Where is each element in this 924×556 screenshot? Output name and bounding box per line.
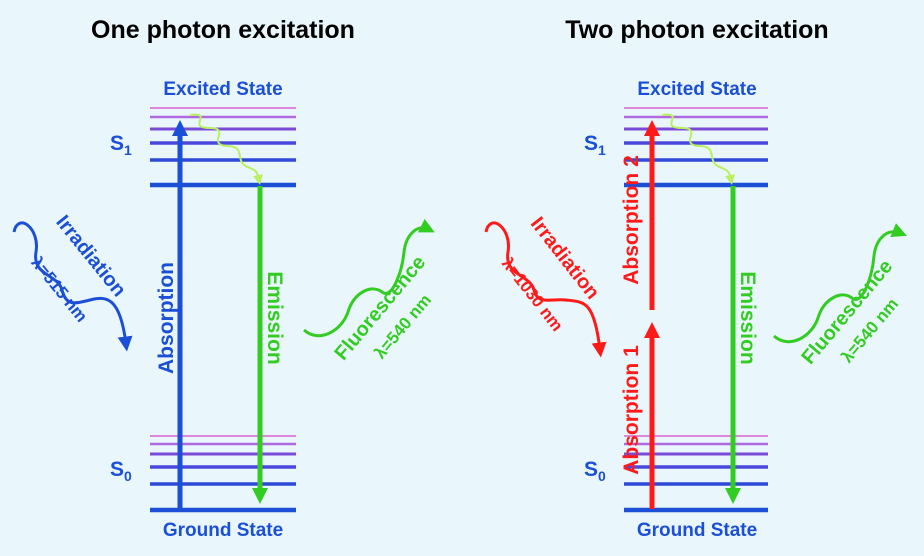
- right-emission-label: Emission: [736, 271, 759, 364]
- right-panel: Two photon excitation Excited State S1 S…: [484, 16, 907, 541]
- right-s0-label: S0: [584, 458, 606, 484]
- right-absorption-2-label: Absorption 2: [620, 155, 643, 285]
- right-irradiation-wavelength: λ=1030 nm: [498, 254, 567, 335]
- right-title: Two photon excitation: [565, 16, 828, 44]
- left-panel: One photon excitation Excited State S1 S…: [12, 16, 435, 541]
- right-irradiation-wave: [484, 221, 607, 358]
- left-s1-label: S1: [110, 132, 132, 158]
- right-s0-levels: [624, 435, 768, 513]
- right-ground-state-label: Ground State: [637, 520, 757, 541]
- left-s1-levels: [150, 107, 296, 188]
- left-fluorescence-wave: [303, 218, 435, 338]
- left-title: One photon excitation: [91, 16, 355, 44]
- left-s0-levels: [150, 435, 296, 513]
- right-absorption-1-label: Absorption 1: [620, 345, 643, 475]
- left-emission-label: Emission: [263, 271, 286, 364]
- right-excited-state-label: Excited State: [637, 79, 756, 100]
- left-s0-label: S0: [110, 458, 132, 484]
- left-irradiation-wavelength: λ=515 nm: [27, 253, 91, 326]
- left-absorption-label: Absorption: [155, 262, 178, 374]
- left-irradiation-wave: [12, 221, 133, 352]
- left-ground-state-label: Ground State: [163, 520, 283, 541]
- right-relaxation-wave: [661, 113, 735, 185]
- right-fluorescence-wave: [773, 223, 907, 344]
- left-excited-state-label: Excited State: [163, 79, 282, 100]
- right-s1-label: S1: [584, 132, 606, 158]
- left-relaxation-wave: [189, 113, 263, 185]
